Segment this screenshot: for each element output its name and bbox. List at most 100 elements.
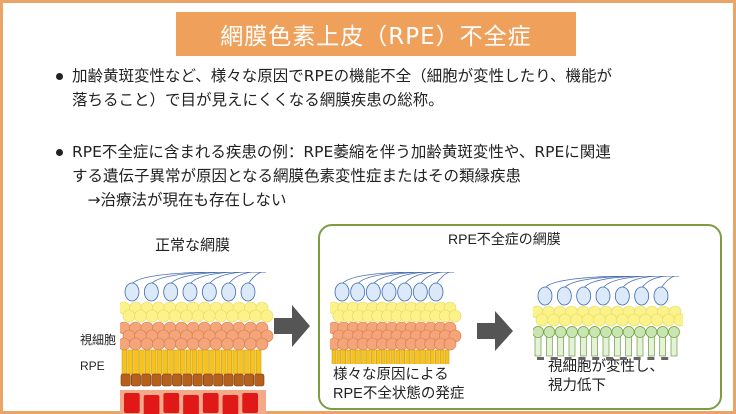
bipolar-cell [639, 313, 652, 327]
bipolar-cell [535, 313, 549, 327]
atrophic-rpe [661, 357, 669, 360]
ganglion-cell [381, 282, 397, 302]
degenerated-nucleus [554, 326, 567, 338]
photoreceptor-segment [336, 349, 342, 364]
rpe-cell [172, 373, 183, 387]
photoreceptor-segment [150, 349, 157, 375]
caption-mid-line-2: RPE不全状態の発症 [333, 386, 465, 402]
bullet-dot [56, 149, 63, 156]
caption-mid-line-1: 様々な原因による [333, 367, 449, 383]
photoreceptor-segment [145, 349, 151, 375]
nerve-fiber [151, 272, 266, 285]
bipolar-cell [604, 313, 618, 327]
photoreceptor-nucleus [244, 337, 257, 351]
photoreceptor-segment [444, 349, 450, 364]
caption-right: 視細胞が変性し、 視力低下 [548, 358, 664, 396]
right-arrow-icon [274, 305, 310, 347]
atrophic-rpe [606, 357, 613, 360]
photoreceptor-nucleus [186, 337, 200, 351]
bullet-1: 加齢黄斑変性など、様々な原因でRPEの機能不全（細胞が変性したり、機能が 落ちる… [50, 64, 612, 112]
photoreceptor-segment [380, 349, 386, 364]
photoreceptor-nucleus [221, 337, 234, 351]
degenerated-nucleus [634, 326, 646, 338]
bipolar-cell [157, 309, 170, 323]
photoreceptor-segment [385, 349, 391, 364]
photoreceptor-segment [255, 349, 262, 375]
nerve-fiber [341, 272, 454, 285]
photoreceptor-segment [400, 349, 406, 364]
ganglion-cell [350, 282, 366, 302]
atrophic-rpe [633, 357, 641, 360]
degenerated-nucleus [622, 326, 635, 338]
ganglion-cell [397, 282, 413, 302]
photoreceptor-segment [415, 349, 420, 364]
bipolar-cell [214, 309, 228, 323]
rpe-cell [141, 373, 152, 387]
photoreceptor-segment [390, 349, 396, 364]
photoreceptor-segment [191, 349, 198, 375]
degenerated-nucleus [668, 326, 680, 338]
rpe-cell [213, 373, 224, 387]
photoreceptor-segment [133, 349, 139, 375]
ganglion-cell [537, 286, 553, 306]
photoreceptor-nucleus [175, 337, 188, 351]
ganglion-cell [576, 286, 592, 306]
rpe-cell [202, 373, 213, 387]
rpe-cell [254, 373, 265, 387]
rpe-retina-title: RPE不全症の網膜 [448, 231, 561, 247]
rpe-cell [233, 373, 244, 387]
rpe-cell [161, 373, 172, 387]
rpe-cell [192, 373, 203, 387]
bullet-1-line-2: 落ちること）で目が見えにくくなる網膜疾患の総称。 [72, 91, 444, 109]
bipolar-cell [570, 313, 583, 327]
choroid-vessel [202, 393, 219, 413]
degenerated-nucleus [543, 326, 556, 338]
atrophic-rpe [619, 357, 627, 360]
ganglion-cell [412, 282, 428, 302]
photoreceptor-segment [203, 349, 209, 375]
bipolar-cell [237, 309, 251, 323]
bipolar-cell [191, 309, 205, 323]
photoreceptor-segment [331, 349, 337, 364]
nerve-fiber [247, 272, 266, 285]
photoreceptor-nucleus [129, 337, 142, 351]
ganglion-cell [556, 286, 572, 306]
bullet-2-line-3: →治療法が現在も存在しない [72, 191, 287, 209]
bipolar-cell [122, 309, 136, 323]
ganglion-cell [614, 286, 630, 306]
choroid-vessel [143, 395, 160, 414]
degenerated-nucleus [566, 326, 578, 338]
ganglion-cell [653, 286, 669, 306]
bullet-dot [56, 73, 63, 80]
degenerated-nucleus [645, 326, 658, 338]
photoreceptor-segment [410, 349, 415, 364]
nerve-fiber [435, 272, 454, 285]
nerve-fiber [189, 272, 266, 285]
ganglion-cell [182, 282, 198, 302]
nerve-fiber [622, 276, 679, 289]
photoreceptor-nucleus [209, 337, 223, 351]
photoreceptor-nucleus [443, 337, 457, 351]
bipolar-cell [203, 309, 216, 323]
nerve-fiber [583, 276, 679, 289]
rpe-cell [182, 373, 193, 387]
photoreceptor-nucleus [140, 337, 154, 351]
photoreceptor-segment [121, 349, 128, 375]
rpe-cell [151, 373, 162, 387]
photoreceptor-segment [425, 349, 430, 364]
photoreceptor-segment [127, 349, 133, 375]
atrophic-rpe [564, 357, 572, 360]
nerve-fiber [544, 276, 679, 289]
photoreceptor-segment [162, 349, 168, 375]
caption-right-line-2: 視力低下 [548, 378, 606, 394]
nerve-fiber [564, 276, 679, 289]
bipolar-cell [627, 313, 641, 327]
bipolar-cell [145, 309, 159, 323]
atrophic-rpe [578, 357, 586, 360]
nerve-fiber [209, 272, 266, 285]
ganglion-cell [365, 282, 381, 302]
photoreceptor-segment [250, 349, 256, 375]
rpe-cell [130, 373, 141, 387]
nerve-fiber [602, 276, 679, 289]
